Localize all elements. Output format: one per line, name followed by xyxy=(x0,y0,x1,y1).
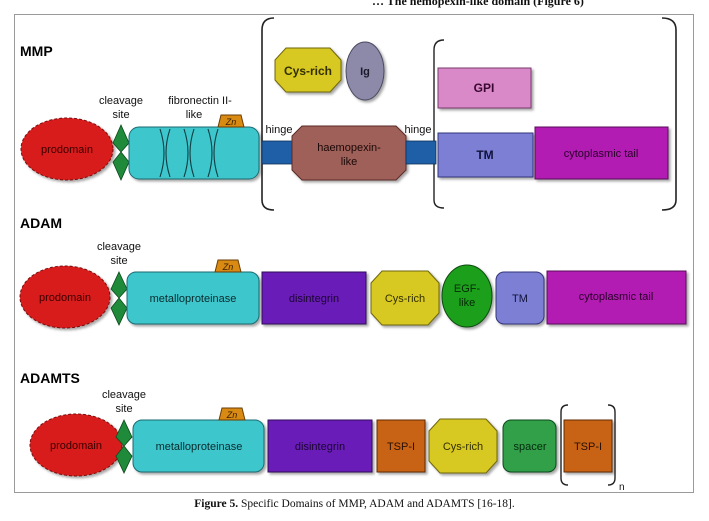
adamts-spacer-shape xyxy=(502,419,557,473)
adamts-tsp2-shape xyxy=(563,419,613,473)
mmp-cleavage-label-2: site xyxy=(112,109,129,121)
adamts-cleavage-site-shape xyxy=(115,419,133,474)
mmp-cytoplasmic-tail-shape xyxy=(534,126,669,180)
adam-cleavage-label-2: site xyxy=(110,255,127,267)
adamts-disintegrin-shape xyxy=(267,419,373,473)
bracket-right-mmp xyxy=(661,17,677,211)
mmp-cytoplasmic-tail-label: cytoplasmic tail xyxy=(564,148,639,160)
adam-egf-like-label-1: EGF- xyxy=(454,283,481,295)
mmp-prodomain-shape xyxy=(20,117,114,181)
adamts-cys-rich-label: Cys-rich xyxy=(443,441,483,453)
adamts-tsp1-shape xyxy=(376,419,426,473)
adam-egf-like-label-2: like xyxy=(459,297,476,309)
adam-cys-rich-label: Cys-rich xyxy=(385,293,425,305)
section-label-adam: ADAM xyxy=(20,215,62,231)
mmp-zn-label: Zn xyxy=(225,117,237,127)
mmp-gpi-shape xyxy=(437,67,532,109)
adamts-cys-rich-shape xyxy=(428,418,498,474)
adamts-metalloproteinase-label: metalloproteinase xyxy=(156,441,243,453)
adam-cleavage-label-1: cleavage xyxy=(97,241,141,253)
mmp-haemopexin-shape xyxy=(291,125,407,181)
adam-cytoplasmic-tail-shape xyxy=(546,270,687,325)
adamts-repeat-bracket-right xyxy=(607,404,616,486)
mmp-cleavage-label-1: cleavage xyxy=(99,95,143,107)
mmp-haemopexin-label-1: haemopexin- xyxy=(317,142,381,154)
adam-zn-label: Zn xyxy=(222,262,234,272)
adamts-repeat-n-label: n xyxy=(619,482,625,493)
adamts-metalloproteinase-shape xyxy=(132,419,265,473)
adamts-prodomain-shape xyxy=(29,413,123,477)
mmp-haemopexin-label-2: like xyxy=(341,156,358,168)
adam-prodomain-label: prodomain xyxy=(39,292,91,304)
mmp-ig-label: Ig xyxy=(360,66,370,78)
mmp-cleavage-site-shape xyxy=(112,124,130,181)
mmp-tm-label: TM xyxy=(476,148,493,162)
adam-metalloproteinase-shape xyxy=(126,271,260,325)
adamts-zn-label: Zn xyxy=(226,410,238,420)
mmp-zn-shape xyxy=(217,114,245,128)
figure-frame xyxy=(14,14,694,493)
bracket-left-mmp xyxy=(261,17,275,211)
mmp-hinge-left-shape xyxy=(261,140,293,165)
figure-caption-text: Specific Domains of MMP, ADAM and ADAMTS… xyxy=(238,498,515,510)
mmp-hinge-left-label: hinge xyxy=(266,124,293,136)
mmp-fibronectin-repeats xyxy=(159,128,219,178)
figure-caption-label: Figure 5. xyxy=(194,498,239,510)
adam-zn-shape xyxy=(214,259,242,273)
adamts-cleavage-label-1: cleavage xyxy=(102,389,146,401)
adamts-zn-shape xyxy=(218,407,246,421)
adamts-tsp2-label: TSP-I xyxy=(574,441,602,453)
adam-prodomain-shape xyxy=(19,265,111,329)
mmp-fibronectin-label-2: like xyxy=(186,109,203,121)
adamts-repeat-bracket-left xyxy=(560,404,569,486)
adam-tm-shape xyxy=(495,271,545,325)
section-label-mmp: MMP xyxy=(20,43,53,59)
mmp-fibronectin-label-1: fibronectin II- xyxy=(168,95,232,107)
cropped-heading-fragment: … The hemopexin-like domain (Figure 6) xyxy=(372,0,584,8)
adam-cleavage-site-shape xyxy=(110,271,128,326)
adamts-disintegrin-label: disintegrin xyxy=(295,441,345,453)
adam-disintegrin-label: disintegrin xyxy=(289,293,339,305)
adamts-prodomain-label: prodomain xyxy=(50,440,102,452)
mmp-ig-shape xyxy=(345,41,385,101)
adam-cytoplasmic-tail-label: cytoplasmic tail xyxy=(579,291,654,303)
adamts-cleavage-label-2: site xyxy=(115,403,132,415)
bracket-inner-mmp xyxy=(433,39,445,209)
adam-tm-label: TM xyxy=(512,293,528,305)
section-label-adamts: ADAMTS xyxy=(20,370,80,386)
mmp-catalytic-shape xyxy=(128,126,260,180)
mmp-prodomain-label: prodomain xyxy=(41,144,93,156)
adam-egf-like-shape xyxy=(441,264,493,328)
adam-cys-rich-shape xyxy=(370,270,440,326)
mmp-tm-shape xyxy=(437,132,534,178)
figure-caption: Figure 5. Specific Domains of MMP, ADAM … xyxy=(0,498,709,510)
adamts-spacer-label: spacer xyxy=(513,441,546,453)
adam-metalloproteinase-label: metalloproteinase xyxy=(150,293,237,305)
mmp-hinge-right-shape xyxy=(405,140,437,165)
adam-disintegrin-shape xyxy=(261,271,367,325)
mmp-gpi-label: GPI xyxy=(474,81,495,95)
mmp-cys-rich-label: Cys-rich xyxy=(284,64,332,78)
mmp-cys-rich-shape xyxy=(274,47,342,93)
adamts-tsp1-label: TSP-I xyxy=(387,441,415,453)
mmp-hinge-right-label: hinge xyxy=(405,124,432,136)
